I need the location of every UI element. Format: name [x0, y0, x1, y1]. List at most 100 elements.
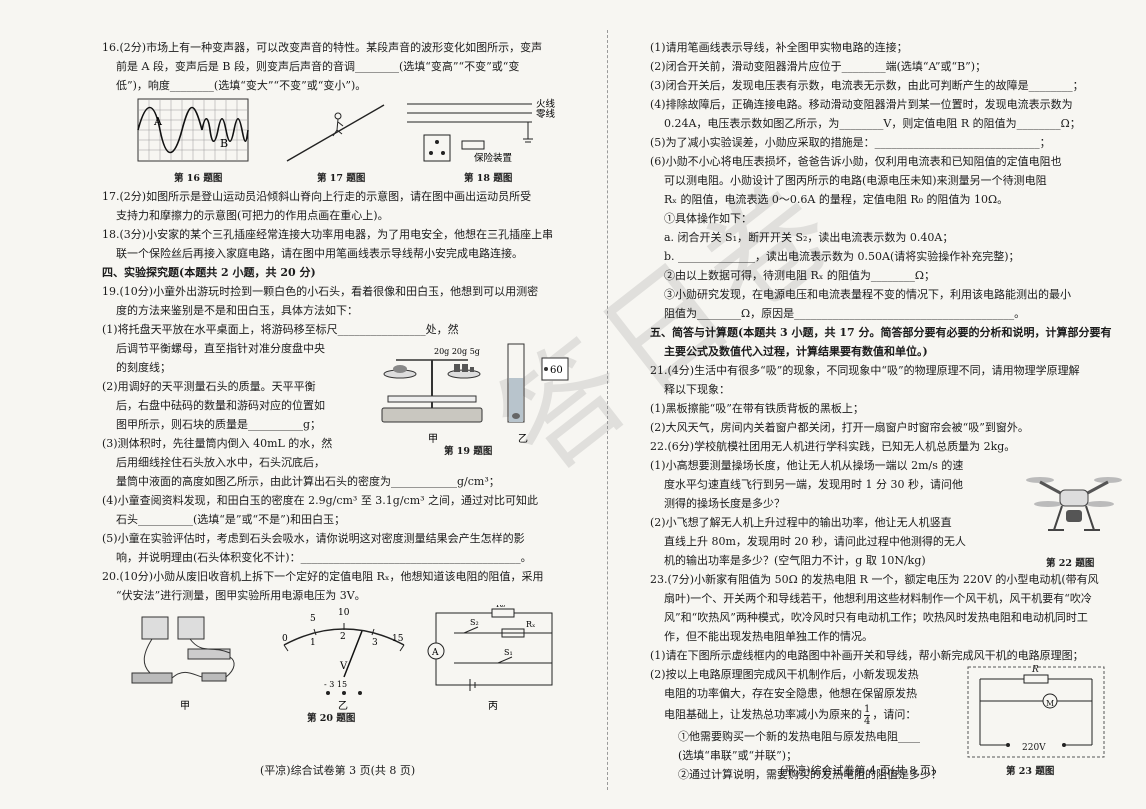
fraction-denominator: 4	[864, 715, 871, 727]
caption-fig18: 第 18 题图	[464, 173, 513, 184]
q19-part2-line2: 后，右盘中砝码的数量和游码对应的位置如	[116, 399, 325, 412]
fig20-s1: S₁	[504, 648, 513, 657]
fig20-rx: Rₓ	[526, 620, 535, 629]
q20-part6-a: a. 闭合开关 S₁，断开开关 S₂，读出电流表示数为 0.40A；	[664, 231, 954, 244]
fig20-sub-b: 乙	[338, 700, 348, 712]
q23-part1: (1)请在下图所示虚线框内的电路图中补画开关和导线，帮小新完成风干机的电路原理图…	[650, 649, 1084, 662]
q23-line1: 23.(7分)小新家有阻值为 50Ω 的发热电阻 R 一个，额定电压为 220V…	[650, 573, 1099, 586]
fig23-voltage-label: 220V	[1022, 743, 1046, 753]
fig18-circuit	[407, 103, 533, 162]
caption-fig22: 第 22 题图	[1046, 558, 1095, 569]
q19-part4-line1: (4)小童查阅资料发现，和田白玉的密度在 2.9g/cm³ 至 3.1g/cm³…	[102, 494, 539, 507]
q22-part1-line1: (1)小高想要测量操场长度，他让无人机从操场一端以 2m/s 的速	[650, 459, 964, 472]
fig20-ammeter: A	[431, 648, 439, 658]
figures-16-18: A B	[102, 95, 614, 187]
right-footer: (平凉)综合试卷第 4 页(共 8 页)	[780, 764, 936, 777]
figure-16-17-18-graphic: A B	[137, 98, 556, 164]
q16-line2: 前是 A 段，变声后是 B 段，则变声后声音的音调________(选填“变高”…	[116, 60, 520, 73]
q20-part4-line1: (4)排除故障后，正确连接电路。移动滑动变阻器滑片到某一位置时，发现电流表示数为	[650, 98, 1073, 111]
left-footer: (平凉)综合试卷第 3 页(共 8 页)	[260, 764, 416, 777]
figure-20-graphic: 0 5 10 15 1 2 3 V - 3 15	[131, 600, 553, 712]
q19-part3-line1: (3)测体积时，先往量筒内倒入 40mL 的水，然	[102, 437, 333, 450]
q19-part3-line3: 量筒中液面的高度如图乙所示，由此计算出石头的密度为____________g/c…	[116, 475, 500, 488]
q22-part2-line3: 机的输出功率是多少？(空气阻力不计，g 取 10N/kg)	[664, 554, 926, 567]
q20-part6-line3: Rₓ 的阻值，电流表选 0～0.6A 的量程，定值电阻 R₀ 的阻值为 10Ω。	[664, 193, 1009, 206]
q19-part3-line2: 后用细线拴住石头放入水中，石头沉底后，	[116, 456, 325, 469]
q20-part3: (3)闭合开关后，发现电压表有示数，电流表无示数，由此可判断产生的故障是____…	[650, 79, 1084, 92]
q18-line2: 联一个保险丝后再接入家庭电路，请在图中用笔画线表示导线帮小安完成电路连接。	[116, 247, 523, 260]
q20-part6-3-line1: ③小勋研究发现，在电源电压和电流表量程不变的情况下，利用该电路能测出的最小	[664, 288, 1071, 301]
q18-line1: 18.(3分)小安家的某个三孔插座经常连接大功率用电器，为了用电安全，他想在三孔…	[102, 228, 554, 241]
q22-line1: 22.(6分)学校航模社团用无人机进行学科实践，已知无人机总质量为 2kg。	[650, 440, 1016, 453]
q17-line1: 17.(2分)如图所示是登山运动员沿倾斜山脊向上行走的示意图，请在图中画出运动员…	[102, 190, 532, 203]
figure-23: R M 220V 第 23 题图	[966, 665, 1106, 777]
q23-part2-text: 电阻基础上，让发热总功率减小为原来的	[664, 708, 862, 721]
caption-fig23: 第 23 题图	[1006, 766, 1055, 777]
q20-part6-line1: (6)小勋不小心将电压表损坏，爸爸告诉小勋，仅利用电流表和已知阻值的定值电阻也	[650, 155, 1062, 168]
fig20-scale-2: 2	[340, 632, 346, 642]
fig20-v-label: V	[339, 661, 348, 672]
q20-part6-2: ②由以上数据可得，待测电阻 Rₓ 的阻值为________Ω；	[664, 269, 936, 282]
q19-part5-line1: (5)小童在实验评估时，考虑到石头会吸水，请你说明这对密度测量结果会产生怎样的影	[102, 532, 525, 545]
figure-22: 第 22 题图	[1024, 458, 1124, 570]
q19-part2-line3: 图甲所示，则石块的质量是__________g；	[116, 418, 322, 431]
fig18-neutral-label: 零线	[536, 108, 556, 120]
caption-fig19: 第 19 题图	[444, 446, 493, 457]
q23-part2-q1-line2: (选填“串联”或“并联”)；	[678, 749, 798, 762]
q19-part1-line2: 后调节平衡螺母，直至指针对准分度盘中央	[116, 342, 325, 355]
fig20-circuit-diagram	[427, 608, 553, 691]
q22-part1-line3: 测得的操场长度是多少？	[664, 497, 785, 510]
fig20-scale-10: 10	[338, 608, 350, 618]
fig19-label-left: 甲	[428, 434, 438, 445]
fig18-live-label: 火线	[536, 98, 556, 110]
q17-line2: 支持力和摩擦力的示意图(可把力的作用点画在重心上)。	[116, 209, 389, 222]
caption-fig17: 第 17 题图	[317, 173, 366, 184]
fig20-sub-c: 丙	[488, 701, 498, 712]
q23-block: (2)按以上电路原理图完成风干机制作后，小新发现发热 电阻的功率偏大，存在安全隐…	[650, 665, 1146, 784]
fig20-terminals: - 3 15	[324, 680, 347, 689]
q19-part1-line1: (1)将托盘天平放在水平桌面上，将游码移至标尺________________处…	[102, 323, 459, 336]
fig20-sub-a: 甲	[180, 701, 190, 712]
q19-block: (1)将托盘天平放在水平桌面上，将游码移至标尺________________处…	[102, 320, 614, 491]
figure-20: 0 5 10 15 1 2 3 V - 3 15	[102, 600, 614, 724]
q23-line2: 扇叶)一个、开关两个和导线若干，他想利用这些材料制作一个风干机，风干机要有“吹冷	[664, 592, 1092, 605]
caption-fig20: 第 20 题图	[307, 713, 356, 724]
q20-part6-3-line2: 阻值为________Ω，原因是________________________…	[664, 307, 1026, 320]
q23-part2-line2: 电阻的功率偏大，存在安全隐患，他想在保留原发热	[664, 687, 917, 700]
q19-part4-line2: 石头__________(选填“是”或“不是”)和田白玉；	[116, 513, 346, 526]
drone-icon	[1026, 477, 1122, 531]
fig23-motor-label: M	[1046, 699, 1055, 708]
fig19-label-right: 乙	[518, 433, 528, 445]
q23-part2-line1: (2)按以上电路原理图完成风干机制作后，小新发现发热	[650, 668, 919, 681]
q22-part2-line1: (2)小飞想了解无人机上升过程中的输出功率，他让无人机竖直	[650, 516, 952, 529]
q16-line3: 低”)，响度________(选填“变大”“不变”或“变小”)。	[116, 79, 367, 92]
q23-line4: 作，但不能出现发热电阻单独工作的情况。	[664, 630, 873, 643]
page-divider	[607, 30, 608, 790]
q22-part2-line2: 直线上升 80m，发现用时 20 秒，请问此过程中他测得的无人	[664, 535, 966, 548]
q20-part6-step: ①具体操作如下：	[664, 212, 752, 225]
fig16-label-a: A	[153, 115, 163, 128]
fig20-scale-15: 15	[392, 634, 404, 644]
fig19-balance	[381, 359, 483, 423]
q20-line2: “伏安法”进行测量，图甲实验所用电源电压为 3V。	[116, 589, 366, 602]
q19-line2: 度的方法来鉴别是不是和田白玉，具体方法如下：	[116, 304, 358, 317]
q20-part4-line2: 0.24A，电压表示数如图乙所示，为________V，则定值电阻 R 的阻值为…	[664, 117, 1081, 130]
q19-part2-line1: (2)用调好的天平测量石头的质量。天平平衡	[102, 380, 316, 393]
q22-block: (1)小高想要测量操场长度，他让无人机从操场一端以 2m/s 的速 度水平匀速直…	[650, 456, 1146, 570]
q21-line2: 释以下现象：	[664, 383, 730, 396]
fig20-scale-0: 0	[282, 634, 288, 644]
section-5-heading-line2: 主要公式及数值代入过程，计算结果要有数值和单位。)	[664, 345, 928, 358]
left-page: 16.(2分)市场上有一种变声器，可以改变声音的特性。某段声音的波形变化如图所示…	[102, 38, 614, 724]
fig17-slope	[286, 104, 385, 162]
q20-part1: (1)请用笔画线表示导线，补全图甲实物电路的连接；	[650, 41, 908, 54]
fig20-scale-3: 3	[372, 638, 378, 648]
fig19-reading: 60	[550, 365, 563, 376]
q23-part2-text-end: ，请问：	[872, 708, 917, 721]
fig20-voltmeter	[283, 623, 405, 695]
fig20-r0: R₀	[496, 605, 505, 609]
q19-part5-line2: 响，并说明理由(石头体积变化不计)：______________________…	[116, 551, 532, 564]
q23-part2-q1-line1: ①他需要购买一个新的发热电阻与原发热电阻____	[678, 730, 920, 743]
figure-19: 20g 20g 5g 60 甲 乙 第 19 题图	[378, 338, 578, 458]
q23-line3: 风”和“吹热风”两种模式，吹冷风时只有电动机工作；吹热风时发热电阻和电动机同时工	[664, 611, 1088, 624]
